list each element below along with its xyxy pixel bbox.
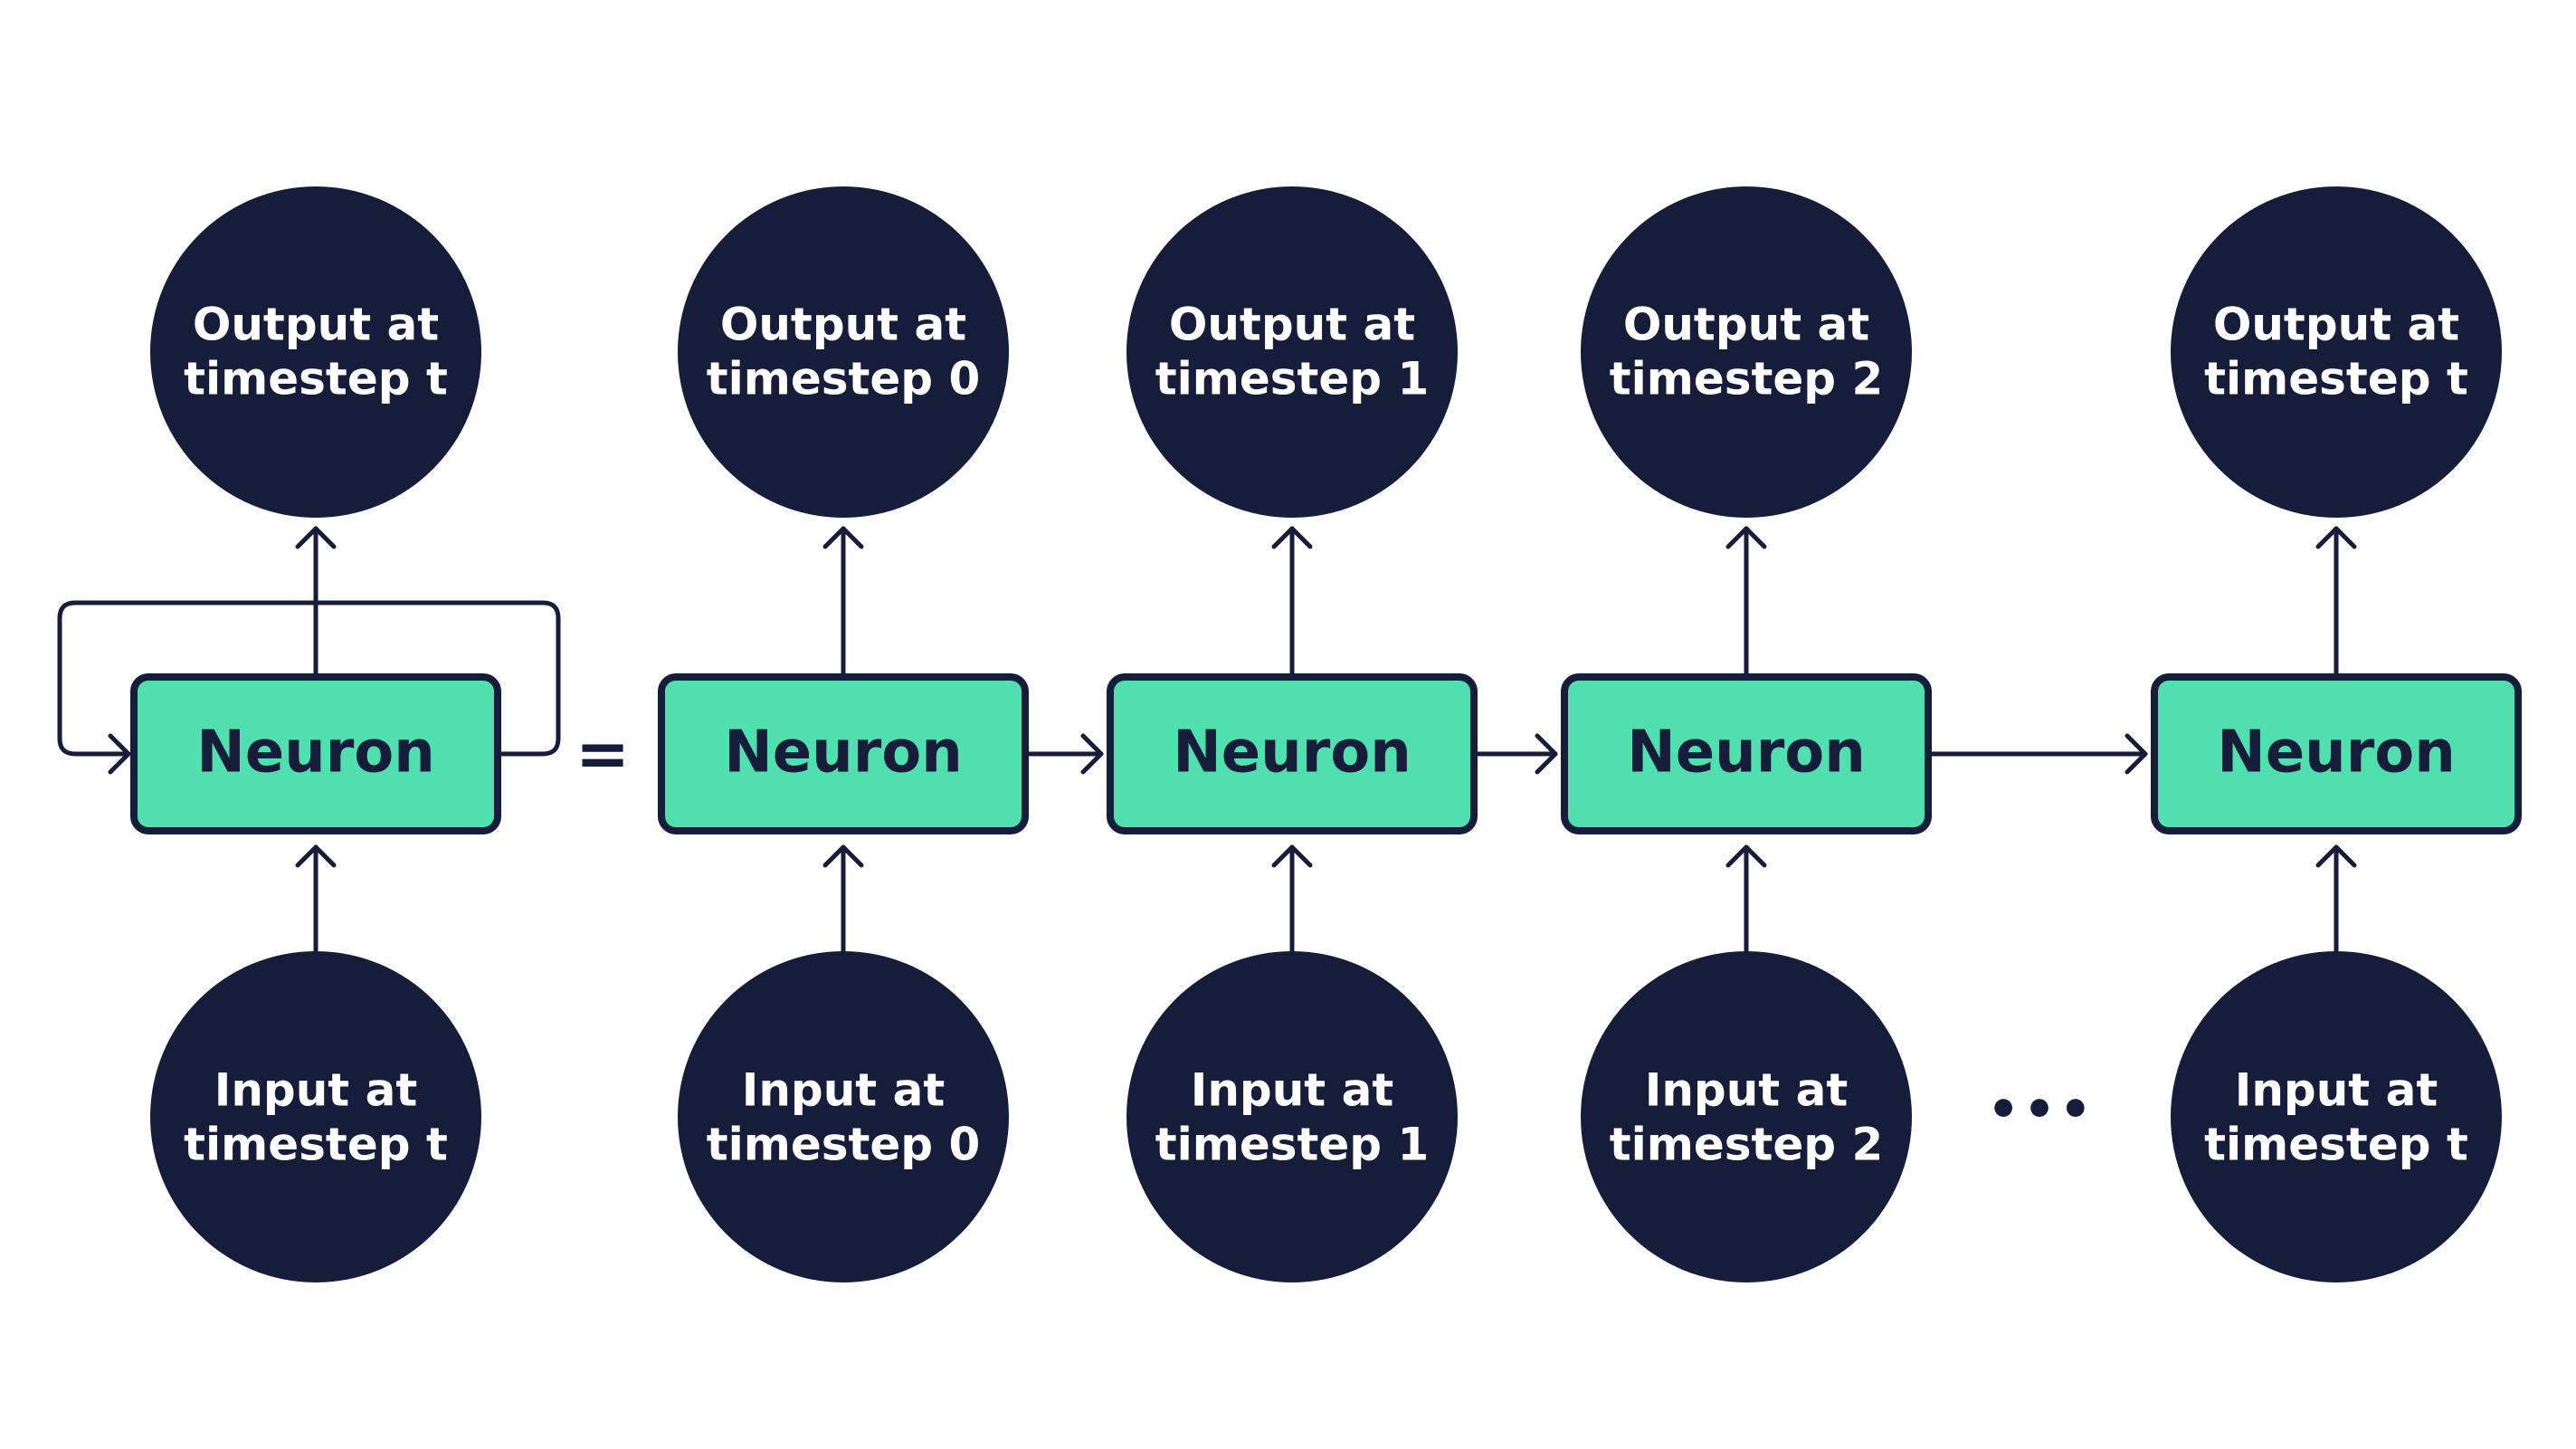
recurrent-loop-arrowhead [108, 733, 131, 775]
input-arrow-2head [1725, 844, 1767, 868]
output-arrow-0head [822, 526, 864, 549]
output-arrow-3head [2315, 526, 2357, 549]
input-node-label-line2: timestep t [184, 1119, 448, 1171]
neuron-box-3: Neuron [2151, 673, 2522, 834]
input-arrowhead [295, 844, 337, 868]
neuron-label: Neuron [2217, 720, 2456, 786]
output-arrow-2head [1725, 526, 1767, 549]
output-node-label-line1: Output at [193, 299, 439, 351]
hidden-state-arrow-0head [1080, 733, 1104, 775]
neuron-label: Neuron [724, 720, 963, 786]
neuron-box: Neuron [130, 673, 501, 834]
input-arrow-1head [1271, 844, 1313, 868]
input-node-label-line2: timestep t [2204, 1119, 2468, 1171]
input-node-label-line2: timestep 0 [707, 1119, 981, 1171]
neuron-label: Neuron [1173, 720, 1412, 786]
output-node-label-line1: Output at [1169, 299, 1415, 351]
folded-rnn: Output at timestep t Neuron Input at tim… [57, 186, 561, 1282]
output-node-label-line1: Output at [2213, 299, 2459, 351]
neuron-box-2: Neuron [1561, 673, 1932, 834]
neuron-label: Neuron [1627, 720, 1866, 786]
input-node-label-line1: Input at [1645, 1064, 1849, 1117]
input-node: Input at timestep t [150, 951, 481, 1282]
input-node-label-line1: Input at [214, 1064, 418, 1117]
hidden-state-arrow-2head [2124, 733, 2148, 775]
output-node-label-line1: Output at [720, 299, 966, 351]
input-node-label-line2: timestep 1 [1155, 1119, 1430, 1171]
hidden-state-arrow-1head [1535, 733, 1558, 775]
neuron-label: Neuron [196, 720, 435, 786]
output-node-label-line2: timestep 0 [707, 353, 981, 405]
input-arrow-3head [2315, 844, 2357, 868]
output-arrow-1head [1271, 526, 1313, 549]
neuron-box-0: Neuron [658, 673, 1029, 834]
input-node-label-line2: timestep 2 [1610, 1119, 1884, 1171]
ellipsis: ••• [1987, 1081, 2095, 1139]
equals-sign: = [575, 716, 630, 792]
input-arrow-0head [822, 844, 864, 868]
output-node-label-line2: timestep t [184, 353, 448, 405]
input-node-label-line1: Input at [1191, 1064, 1394, 1117]
recurrent-loop-arrow [57, 600, 561, 757]
output-arrowhead [295, 526, 337, 549]
input-node-label-line1: Input at [2235, 1064, 2438, 1117]
neuron-box-1: Neuron [1107, 673, 1478, 834]
output-node-label-line2: timestep 2 [1610, 353, 1884, 405]
output-node: Output at timestep t [150, 186, 481, 518]
output-node-label-line2: timestep t [2204, 353, 2468, 405]
output-node-label-line1: Output at [1623, 299, 1869, 351]
input-node-label-line1: Input at [742, 1064, 946, 1117]
output-node-label-line2: timestep 1 [1155, 353, 1430, 405]
